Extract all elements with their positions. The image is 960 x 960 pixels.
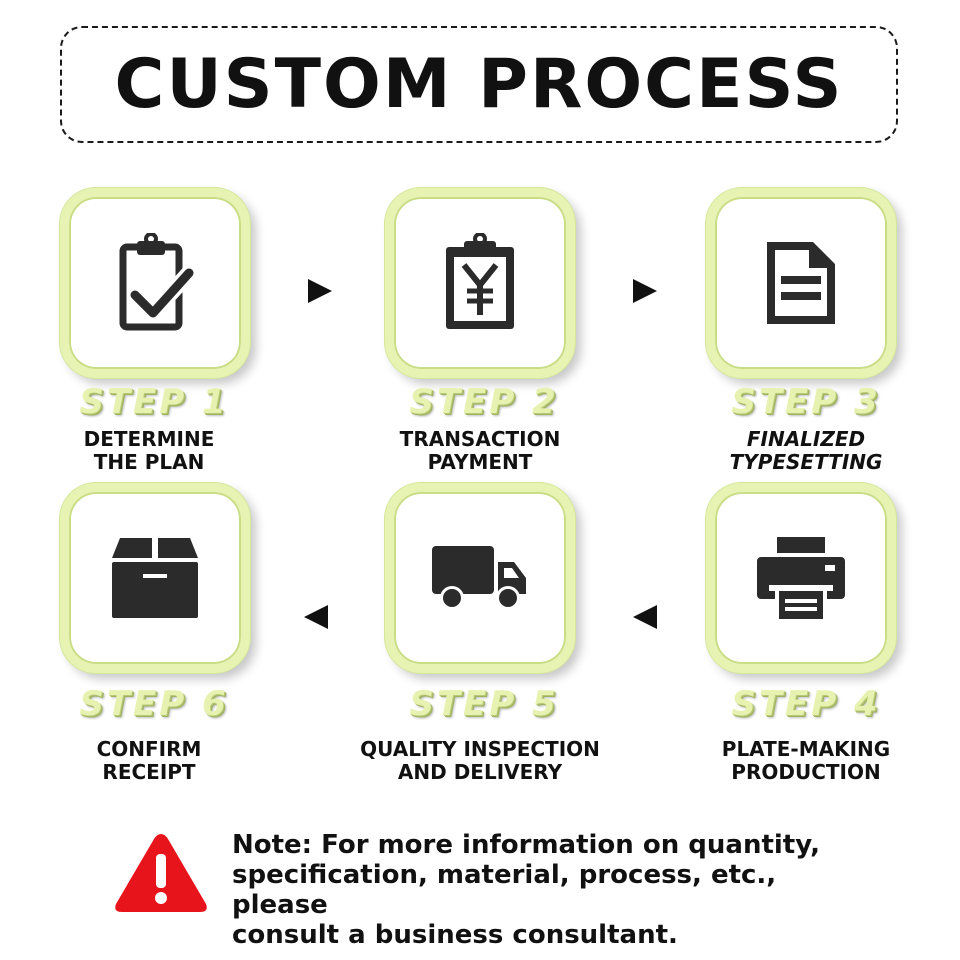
printer-icon (757, 537, 845, 619)
yen-clipboard-icon (446, 233, 514, 329)
step-6-label: CONFIRM RECEIPT (19, 738, 279, 784)
note-line2: specification, material, process, etc., … (232, 860, 777, 920)
step-3-label: FINALIZED TYPESETTING (676, 428, 936, 474)
title-box: CUSTOM PROCESS (60, 26, 898, 143)
step-2-label: TRANSACTION PAYMENT (350, 428, 610, 474)
step-5-card (385, 483, 575, 673)
arrow-left-1 (304, 605, 328, 629)
step-4-card (706, 483, 896, 673)
step-5-title: STEP 5 (409, 684, 559, 724)
note-text: Note: For more information on quantity, … (232, 830, 872, 950)
step-1-title: STEP 1 (79, 382, 229, 422)
step-5-label: QUALITY INSPECTION AND DELIVERY (335, 738, 625, 784)
step-4-label-line2: PRODUCTION (731, 760, 881, 784)
warning-icon (115, 834, 207, 912)
step-5-label-line1: QUALITY INSPECTION (360, 737, 600, 761)
step-5-label-line2: AND DELIVERY (397, 760, 563, 784)
step-6-label-line2: RECEIPT (102, 760, 196, 784)
step-2-card (385, 188, 575, 378)
step-4-title: STEP 4 (731, 684, 881, 724)
step-3-label-line2: TYPESETTING (729, 450, 883, 474)
note-line3: consult a business consultant. (232, 920, 678, 950)
step-2-title: STEP 2 (409, 382, 559, 422)
step-1-label-line1: DETERMINE (83, 427, 215, 451)
clipboard-check-icon (119, 233, 195, 331)
truck-icon (432, 546, 526, 610)
arrow-right-1 (308, 279, 332, 303)
page-title: CUSTOM PROCESS (114, 45, 844, 124)
step-1-card (60, 188, 250, 378)
note-line1: Note: For more information on quantity, (232, 830, 821, 860)
step-4-label: PLATE-MAKING PRODUCTION (676, 738, 936, 784)
step-3-label-line1: FINALIZED (746, 427, 866, 451)
step-6-label-line1: CONFIRM (96, 737, 202, 761)
document-icon (767, 242, 835, 324)
arrow-right-2 (633, 279, 657, 303)
step-6-title: STEP 6 (79, 684, 229, 724)
step-1-label-line2: THE PLAN (93, 450, 205, 474)
step-2-label-line1: TRANSACTION (399, 427, 561, 451)
box-icon (112, 538, 198, 618)
arrow-left-2 (633, 605, 657, 629)
step-6-card (60, 483, 250, 673)
step-4-label-line1: PLATE-MAKING (721, 737, 891, 761)
step-3-card (706, 188, 896, 378)
step-3-title: STEP 3 (731, 382, 881, 422)
step-2-label-line2: PAYMENT (427, 450, 533, 474)
step-1-label: DETERMINE THE PLAN (19, 428, 279, 474)
